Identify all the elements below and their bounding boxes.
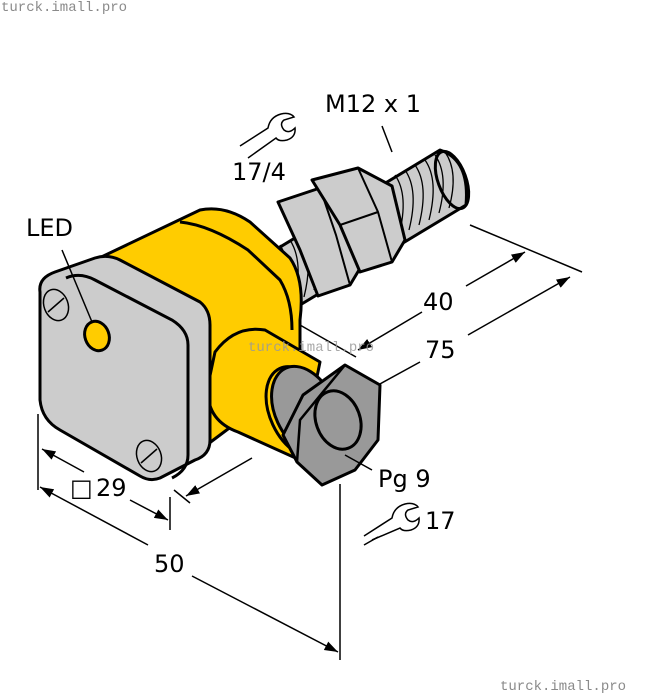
dimension-lines bbox=[37, 125, 583, 660]
watermark-bottom: turck.imall.pro bbox=[500, 679, 627, 695]
dimension-40-label: 40 bbox=[423, 288, 454, 316]
screw-top-left bbox=[42, 288, 70, 322]
dimension-75-label: 75 bbox=[425, 336, 456, 364]
screw-bottom-right bbox=[135, 439, 163, 473]
wrench-gland-label: 17 bbox=[425, 507, 456, 535]
watermark-center: turck.imall.pro bbox=[248, 340, 375, 356]
dimension-50-label: 50 bbox=[154, 550, 185, 578]
wrench-icon bbox=[239, 112, 296, 159]
dimension-29-label: 29 bbox=[96, 474, 127, 502]
cable-gland bbox=[270, 363, 382, 487]
thread-label: M12 x 1 bbox=[325, 90, 421, 118]
gray-front-plate bbox=[38, 254, 212, 482]
hex-nut-front bbox=[310, 166, 407, 274]
watermark-top: turck.imall.pro bbox=[1, 0, 128, 16]
led-label: LED bbox=[26, 214, 73, 242]
square-symbol: □ bbox=[70, 474, 93, 502]
cable-gland-label: Pg 9 bbox=[378, 465, 431, 493]
wrench-nut-label: 17/4 bbox=[232, 158, 286, 186]
wrench-icon bbox=[363, 502, 420, 541]
